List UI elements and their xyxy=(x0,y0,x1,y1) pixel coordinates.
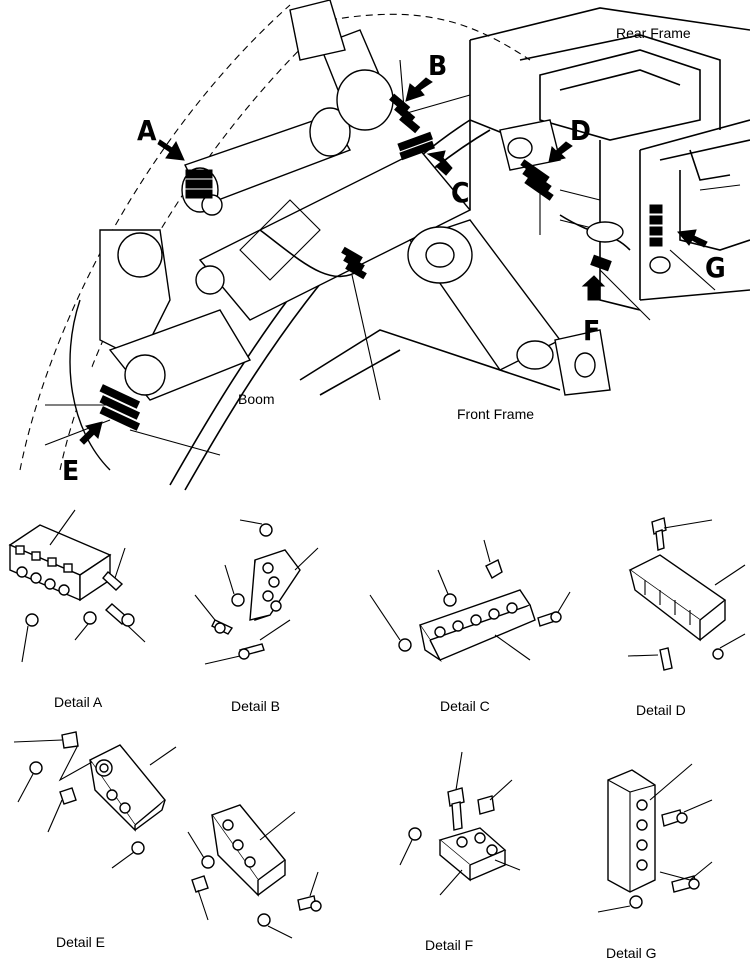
callout-c: C xyxy=(451,176,469,209)
arrow-b-icon xyxy=(405,77,433,102)
callout-f: F xyxy=(583,314,600,347)
callout-b: B xyxy=(428,49,447,82)
detail-g-drawing xyxy=(597,763,713,913)
detail-a-drawing xyxy=(8,509,146,663)
lift-cylinder-upper xyxy=(181,0,394,216)
detail-f-drawing xyxy=(399,751,521,896)
front-frame-drawing xyxy=(259,119,671,396)
grease-block-c xyxy=(397,131,435,161)
callout-e: E xyxy=(62,454,79,487)
grease-block-e xyxy=(99,384,141,431)
detail-d-label: Detail D xyxy=(636,702,686,718)
detail-c-label: Detail C xyxy=(440,698,490,714)
grease-blocks-main xyxy=(99,93,663,431)
grease-block-d xyxy=(520,159,554,201)
grease-block-boom xyxy=(341,246,367,280)
detail-e-label: Detail E xyxy=(56,934,105,950)
callout-d: D xyxy=(570,114,591,147)
rear-frame-label: Rear Frame xyxy=(616,25,691,41)
arrow-d-icon xyxy=(548,141,573,163)
bell-crank xyxy=(69,229,252,471)
arrow-g-icon xyxy=(677,229,708,248)
detail-e-drawing xyxy=(13,731,177,869)
tilt-cylinder-lower xyxy=(407,219,611,396)
detail-b-drawing xyxy=(194,519,319,665)
arrow-e-icon xyxy=(79,421,103,445)
detail-c-drawing xyxy=(369,539,571,663)
boom-label: Boom xyxy=(238,391,275,407)
grease-block-f xyxy=(590,254,612,272)
detail-g-label: Detail G xyxy=(606,945,657,959)
detail-f-label: Detail F xyxy=(425,937,473,953)
arrow-a-icon xyxy=(157,139,185,161)
grease-block-g xyxy=(649,204,663,247)
front-frame-label: Front Frame xyxy=(457,406,534,422)
detail-d-drawing xyxy=(627,517,746,671)
callout-a: A xyxy=(137,114,157,147)
arrow-f-icon xyxy=(581,275,606,301)
detail-e2-drawing xyxy=(187,804,322,939)
arrow-c-icon xyxy=(426,150,453,176)
main-assembly: A B C D E F G Rear Frame Boom Front Fram… xyxy=(19,0,750,491)
detail-b-label: Detail B xyxy=(231,698,280,714)
detail-a-label: Detail A xyxy=(54,694,103,710)
callout-g: G xyxy=(705,251,726,284)
callout-arrows xyxy=(79,77,708,445)
grease-block-a xyxy=(185,169,213,199)
grease-lines xyxy=(44,59,716,456)
